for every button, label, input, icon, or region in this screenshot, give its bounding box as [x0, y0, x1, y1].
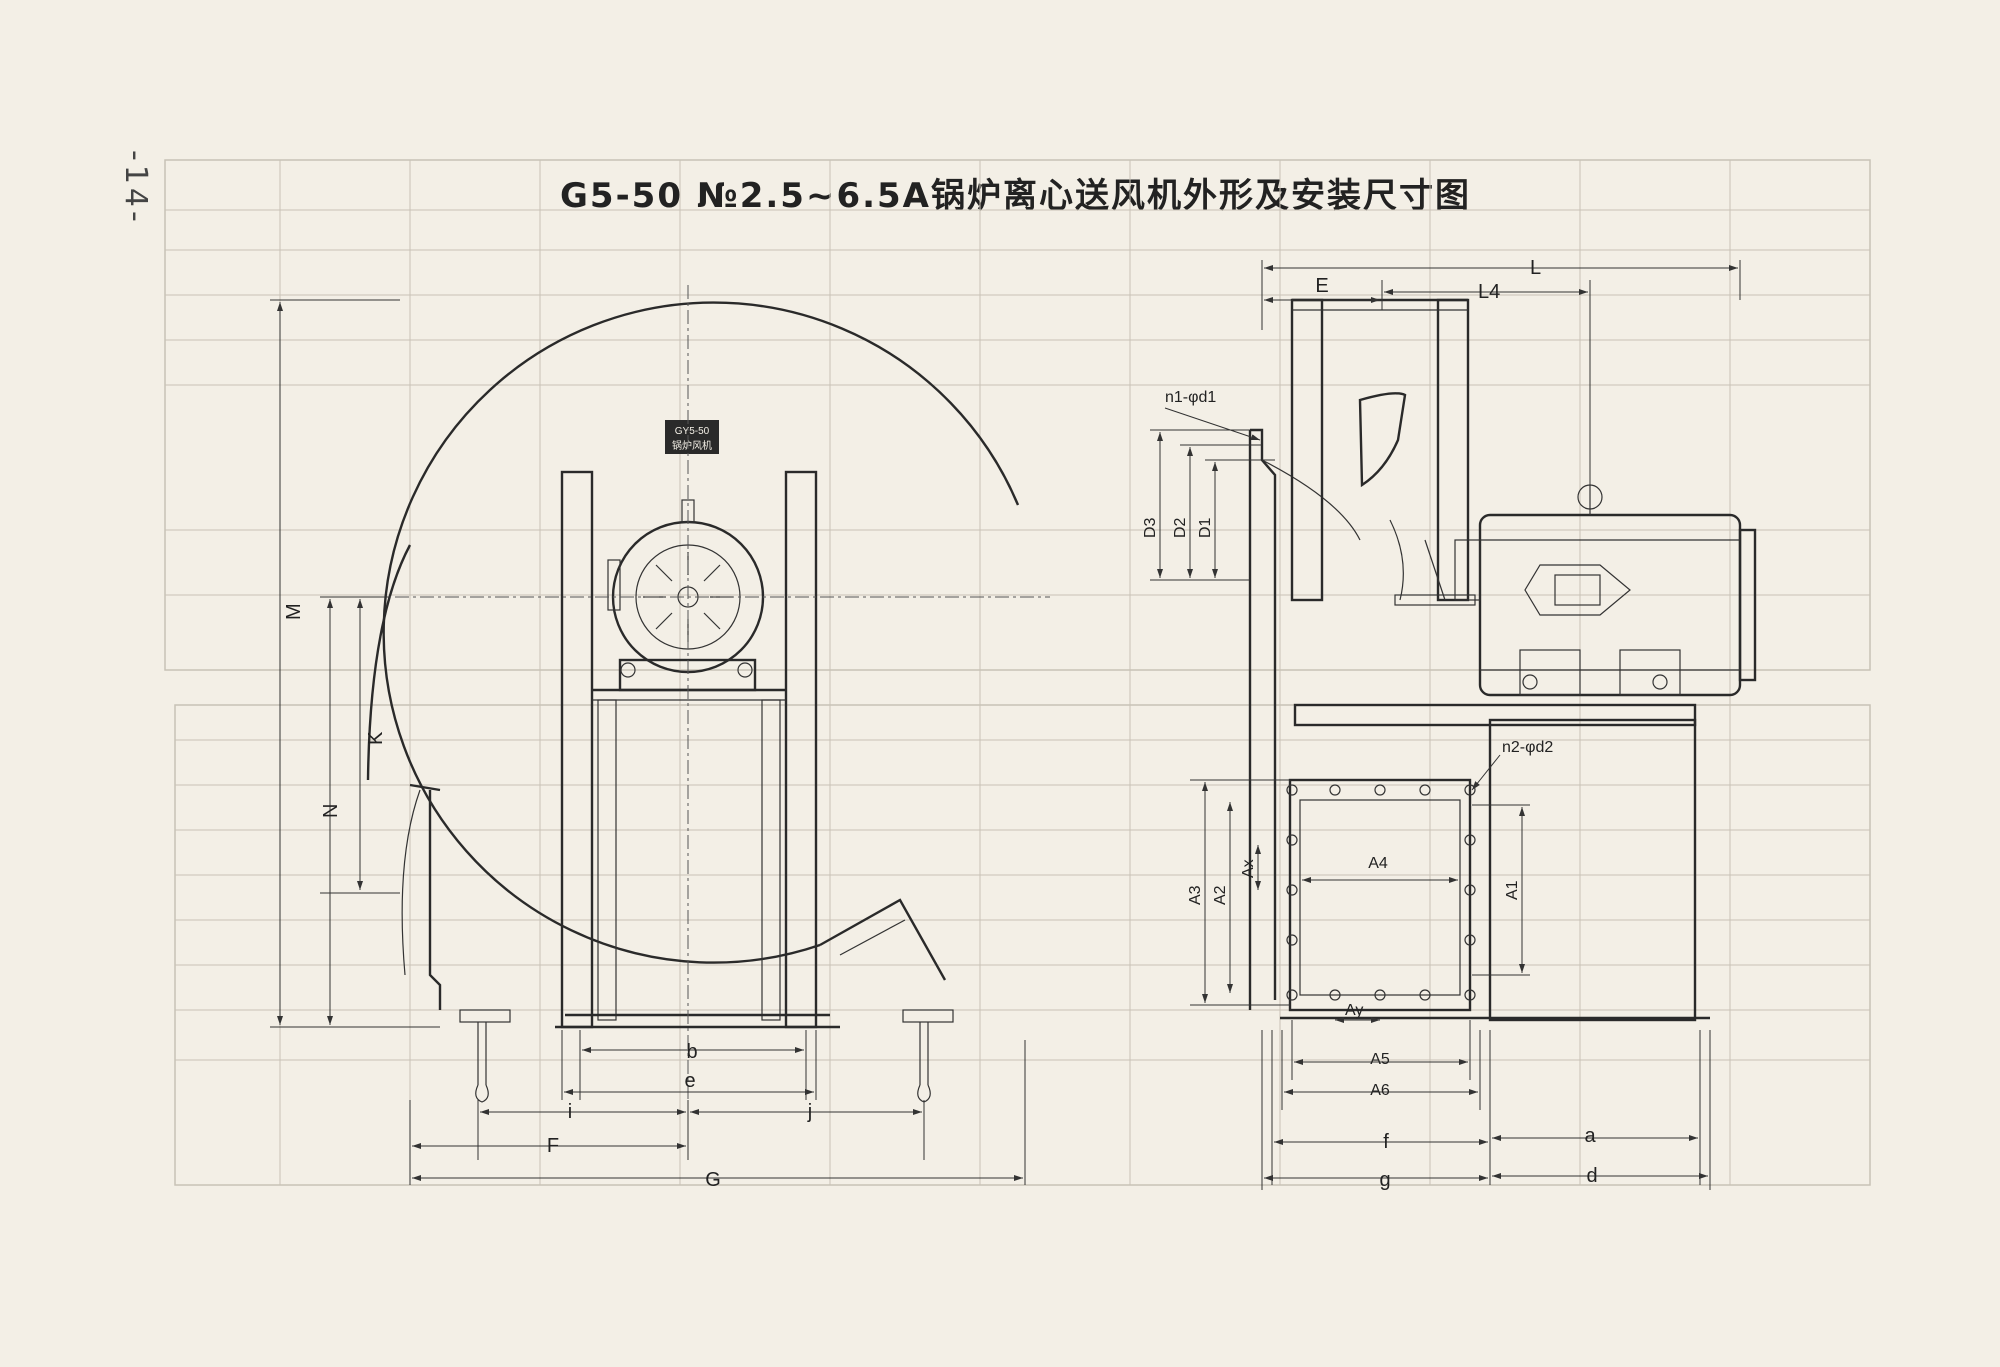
dim-E: E — [1315, 275, 1328, 297]
dim-g: g — [1379, 1169, 1390, 1191]
dim-Ax: Ax — [1240, 859, 1257, 878]
dim-D3: D3 — [1142, 517, 1159, 538]
dim-G: G — [705, 1169, 721, 1191]
inlet-cone — [1358, 392, 1407, 488]
bleed-through-table — [164, 159, 1871, 1186]
dim-A4: A4 — [1368, 855, 1388, 872]
dim-A3: A3 — [1187, 885, 1204, 905]
label-n2-d2: n2-φd2 — [1502, 739, 1553, 756]
pedestal-column-left — [560, 470, 594, 1029]
outlet-flange — [1288, 778, 1472, 1012]
dim-f: f — [1383, 1131, 1389, 1153]
dim-L: L — [1530, 257, 1541, 279]
nameplate-model: GY5-50 — [675, 426, 710, 437]
nameplate-text: 锅炉风机 — [672, 439, 712, 452]
dim-L4: L4 — [1478, 281, 1500, 303]
dim-j: j — [807, 1101, 812, 1123]
nameplate — [665, 420, 719, 454]
casing-side — [1290, 298, 1324, 602]
dim-A1: A1 — [1504, 880, 1521, 900]
volute-casing — [382, 301, 1020, 964]
dim-F: F — [547, 1135, 559, 1157]
dim-D2: D2 — [1172, 517, 1189, 538]
dim-K: K — [365, 731, 387, 745]
page-number: -14- — [118, 150, 153, 226]
front-view: GY5-50 锅炉风机 M K N b — [270, 285, 1050, 1191]
drawing-title: G5-50 №2.5~6.5A锅炉离心送风机外形及安装尺寸图 — [560, 176, 1471, 216]
label-n1-d1: n1-φd1 — [1165, 389, 1216, 406]
dim-b: b — [686, 1041, 697, 1063]
flange-bolt-holes — [1286, 784, 1476, 1001]
dim-d: d — [1586, 1165, 1597, 1187]
dim-i: i — [568, 1101, 572, 1123]
side-view: L L4 E n1-φd1 D3 D2 D1 n2-φd2 A3 A2 Ax A… — [1142, 257, 1757, 1191]
dim-e: e — [684, 1070, 695, 1092]
anchor-bolt-right — [902, 1009, 954, 1103]
anchor-bolt-left — [459, 1009, 511, 1103]
dim-A2: A2 — [1212, 885, 1229, 905]
pedestal-column-right — [784, 470, 818, 1029]
dim-M: M — [283, 603, 305, 620]
dim-A5: A5 — [1370, 1051, 1390, 1068]
dim-D1: D1 — [1197, 517, 1214, 538]
motor-side — [1478, 513, 1742, 697]
dim-N: N — [320, 804, 342, 818]
dim-a: a — [1584, 1125, 1596, 1147]
dim-A6: A6 — [1370, 1082, 1390, 1099]
dim-Ay: Ay — [1345, 1002, 1363, 1019]
base-top — [1293, 703, 1697, 727]
terminal-box — [1524, 564, 1631, 616]
